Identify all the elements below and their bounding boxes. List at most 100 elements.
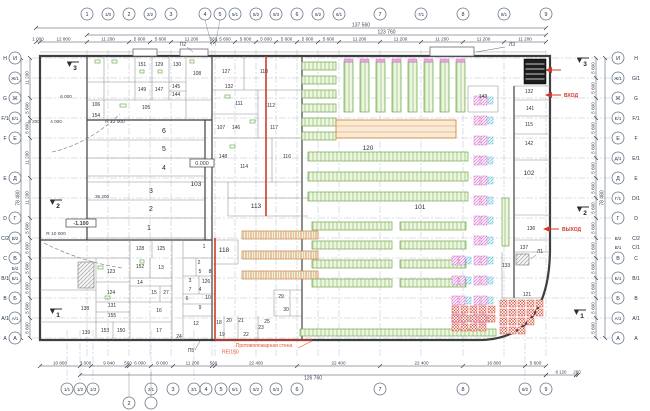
axis-bubble-right-circle [611,311,625,325]
dim-tick [602,55,608,61]
pallet-mark-pink [473,135,481,146]
axis-letter-right: C [634,256,638,262]
dim-value: 5 600 [590,222,595,234]
axis-bubble-top-circle [332,7,346,21]
pallet-mark-red [499,326,508,335]
axis-bubble-bottom2-circle [122,396,136,410]
axis-bubble-top-circle [101,7,115,21]
dim-tick [593,315,599,321]
pallet-mark-cyan [487,216,494,225]
pallet-mark-pink [473,275,481,286]
axis-bubble-left-circle [8,271,22,285]
axis-bubble-bottom-label: 5/2 [253,387,260,392]
axis-bubble-top-circle [456,7,470,21]
dim-value: 11 200 [518,36,532,41]
room-number: 146 [232,125,241,131]
rack-vertical [359,61,370,113]
axis-bubble-top-circle [269,7,283,21]
room-number: 145 [172,84,181,90]
dim-value: 5 600 [24,302,29,314]
section-marker-flag [67,62,72,67]
dim-tick [593,335,599,341]
rack-short [301,131,337,141]
axis-bubble-left-label: Б/1 [12,276,19,281]
entrance-arrow-icon [545,67,552,73]
rack-short [301,61,337,71]
axis-bubble-left-label: Е [13,136,17,142]
pallet-mark-cyan [487,96,494,105]
leader-line [186,46,194,53]
axis-bubble-right-label: Д [616,176,620,182]
room-number: 136 [527,226,536,232]
section-marker-flag [577,58,582,63]
dim-value: 11 200 [24,191,29,205]
axis-bubble-bottom-label: 6 [296,387,299,393]
axis-bubble-top-label: 7/1 [418,12,425,17]
dim-value: 5 600 [260,36,272,41]
axis-bubble-bottom-circle [73,382,87,396]
dim-tick [593,75,599,81]
dim-value: 5 600 [302,36,314,41]
rack-vertical [343,61,354,113]
dim-tick [27,115,33,121]
level-mark-box [189,158,215,168]
rack-row [311,221,393,231]
fire-wall-rating: REI150 [222,350,239,356]
axis-bubble-top-label: 4 [204,12,207,18]
dim-value: 5 600 [24,122,29,134]
building-outline [38,54,552,342]
pallet-mark-pink [473,255,481,266]
axis-bubble-left-circle [8,311,22,325]
axis-bubble-left-circle [8,291,22,305]
dim-tick [209,39,215,45]
stair-hatch [515,253,530,266]
axis-bubble-top-circle [80,7,94,21]
axis-bubble-right-label: Е/1 [615,116,622,121]
dim-tick [377,363,383,369]
reference-label: Л3 [509,42,515,48]
dim-tick [84,32,90,38]
room-number: 117 [270,125,278,131]
room-number: 21 [238,318,244,324]
axis-bubble-right-label: В/1 [615,245,622,250]
roof-canopy [132,48,158,57]
pallet-mark-pink [473,235,481,246]
room-number: 116 [283,154,291,160]
axis-bubble-right-circle [611,251,625,265]
dim-value: 5 600 [590,102,595,114]
dim-value: 6 000 [156,360,168,365]
room-number: 5 [199,269,202,275]
pallet-mark-pink [480,295,488,306]
room-number: 113 [251,203,262,210]
room-number: 12 [193,321,199,327]
rack-vertical [439,61,450,113]
leader-line [297,340,313,349]
axis-bubble-left-circle [8,51,22,65]
pallet-zones-layer [451,95,544,335]
axis-bubble-bottom-label: 9 [545,387,548,393]
room-number: 105 [142,105,151,111]
pallet-mark-pink [473,95,481,106]
axis-letter-left: E [3,176,7,182]
pallet-mark-red [517,299,526,308]
axis-bubble-right-circle [611,111,625,125]
pallet-mark-red [460,314,469,323]
dim-tick [315,39,321,45]
pallet-mark-pink [480,155,488,166]
flow-rack-row [241,270,319,280]
room-number: 124 [107,290,116,296]
axis-bubble-top-label: 2 [128,12,131,18]
axis-bubble-bottom2-label: 2 [128,401,131,407]
axis-bubble-left-label: А/1 [12,316,19,321]
rack-row [311,278,393,288]
room-number: 7 [189,287,192,293]
axis-bubble-left-label: Б [13,296,17,302]
pallet-mark-pink [458,255,466,266]
axis-bubble-right-label: В [616,256,620,262]
dim-value: 5 600 [530,360,542,365]
dim-inner: 8 200 [28,119,40,124]
dim-tick [77,363,83,369]
rack-row [307,191,469,202]
